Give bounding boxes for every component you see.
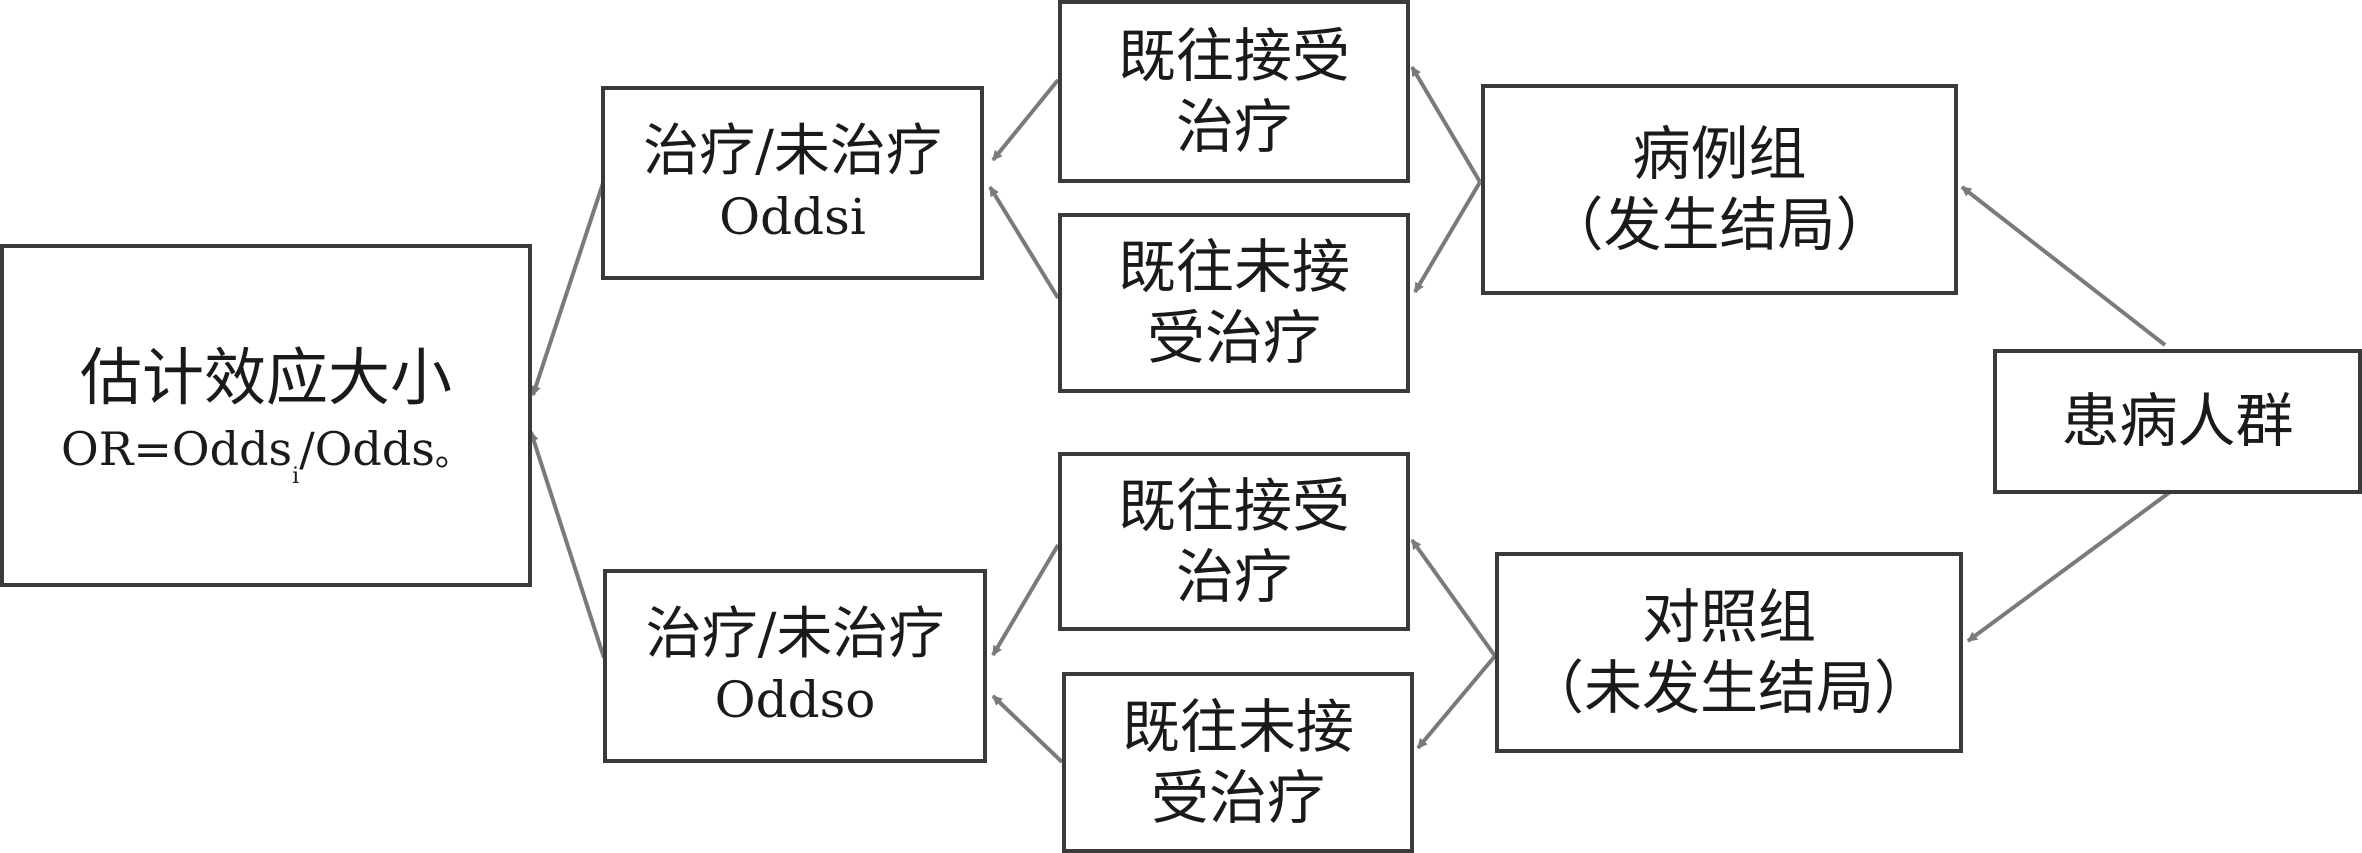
control-group-box: 对照组 （未发生结局）	[1495, 552, 1963, 753]
population-label: 患病人群	[2061, 387, 2294, 456]
arrow-exposure-case-to-estimate	[531, 179, 606, 396]
effect-size-title: 估计效应大小	[79, 340, 452, 414]
arrow-untreated-control-to-exposure	[991, 694, 1064, 764]
arrow-case-to-treated	[1410, 65, 1482, 184]
arrow-case-to-untreated	[1413, 180, 1482, 294]
treated-control-box: 既往接受 治疗	[1058, 452, 1410, 631]
arrow-exposure-control-to-estimate	[529, 431, 606, 659]
population-box: 患病人群	[1993, 349, 2362, 494]
case-group-subtitle: （发生结局）	[1545, 190, 1894, 259]
treated-case-box: 既往接受 治疗	[1058, 0, 1410, 183]
arrow-treated-control-to-exposure	[991, 543, 1060, 657]
odds-ratio-formula: OR=Oddsi/Odds。	[61, 422, 471, 490]
exposure-case-label: 治疗/未治疗	[643, 119, 942, 185]
exposure-control-box: 治疗/未治疗 Oddso	[603, 569, 987, 763]
untreated-case-line2: 受治疗	[1146, 304, 1321, 372]
treated-control-line2: 治疗	[1175, 542, 1292, 611]
arrow-treated-case-to-exposure	[991, 78, 1060, 162]
arrow-control-to-treated	[1410, 538, 1497, 658]
control-group-title: 对照组	[1641, 582, 1816, 651]
control-group-subtitle: （未发生结局）	[1525, 653, 1932, 722]
untreated-case-box: 既往未接 受治疗	[1058, 213, 1410, 393]
arrow-population-to-control	[1966, 490, 2172, 643]
treated-control-line1: 既往接受	[1117, 471, 1350, 540]
arrow-untreated-case-to-exposure	[988, 185, 1060, 300]
odds-control-label: Oddso	[714, 670, 876, 729]
odds-case-label: Oddsi	[719, 187, 866, 246]
untreated-control-line2: 受治疗	[1150, 763, 1325, 832]
treated-case-line1: 既往接受	[1117, 21, 1350, 90]
untreated-case-line1: 既往未接	[1117, 233, 1350, 302]
exposure-control-label: 治疗/未治疗	[645, 602, 945, 668]
arrow-population-to-case	[1960, 185, 2167, 347]
exposure-case-box: 治疗/未治疗 Oddsi	[601, 86, 984, 280]
case-group-title: 病例组	[1632, 119, 1807, 188]
case-group-box: 病例组 （发生结局）	[1481, 84, 1958, 295]
effect-size-box: 估计效应大小 OR=Oddsi/Odds。	[0, 244, 532, 587]
untreated-control-box: 既往未接 受治疗	[1062, 672, 1414, 853]
arrow-control-to-untreated	[1416, 654, 1497, 750]
treated-case-line2: 治疗	[1175, 92, 1292, 161]
untreated-control-line1: 既往未接	[1121, 692, 1354, 761]
